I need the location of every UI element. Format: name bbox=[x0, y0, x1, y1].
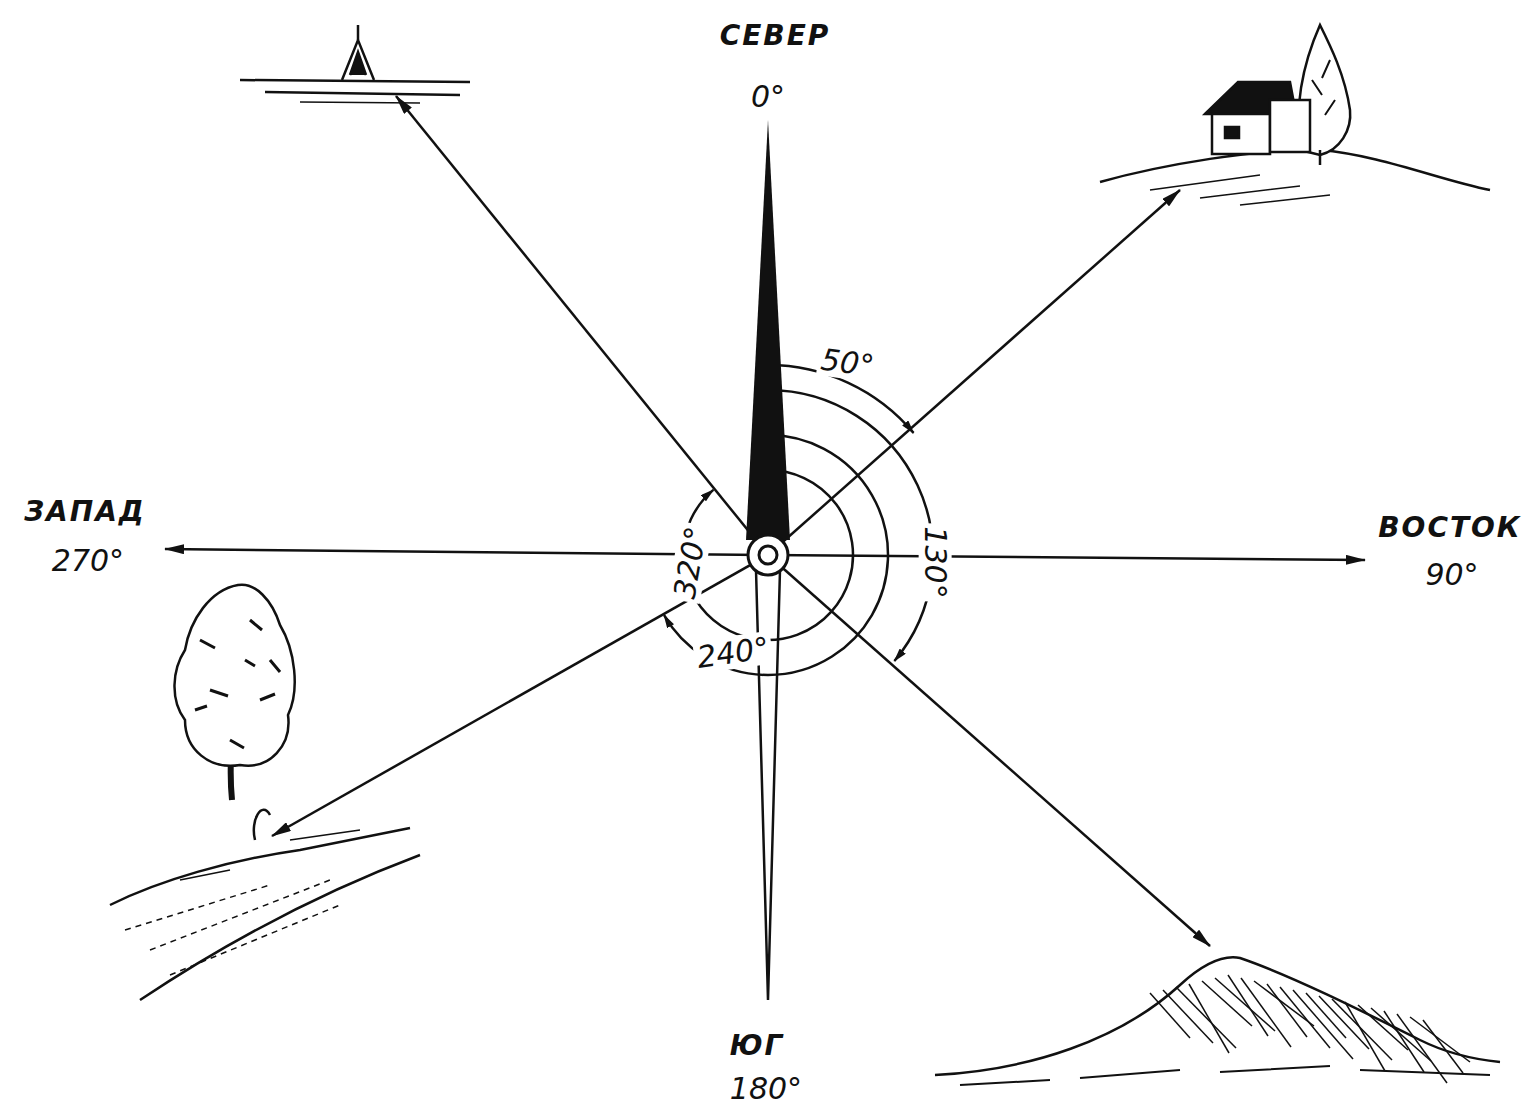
direction-name: СЕВЕР bbox=[717, 21, 834, 52]
hatch-stroke bbox=[1215, 978, 1275, 1031]
hatch-stroke bbox=[1150, 993, 1190, 1038]
tree-landmark bbox=[110, 585, 420, 1000]
azimuth-value: 0° bbox=[748, 80, 788, 113]
azimuth-arc bbox=[768, 390, 933, 661]
hatch-stroke bbox=[1345, 1002, 1385, 1071]
hatch-stroke bbox=[1267, 984, 1307, 1037]
hatch-stroke bbox=[1423, 1020, 1463, 1073]
azimuth-value: 50° bbox=[816, 342, 879, 383]
hatch-stroke bbox=[1189, 984, 1229, 1053]
hatch-stroke bbox=[1306, 993, 1346, 1038]
azimuth-value: 90° bbox=[1422, 558, 1481, 591]
hatch-stroke bbox=[1241, 978, 1291, 1047]
direction-name: ЮГ bbox=[727, 1031, 788, 1062]
hatch-stroke bbox=[1371, 1008, 1431, 1061]
direction-arrows bbox=[165, 96, 1365, 946]
tent-landmark bbox=[240, 25, 470, 103]
direction-name: ЗАПАД bbox=[21, 497, 149, 528]
mound-landmark bbox=[935, 957, 1500, 1085]
azimuth-value: 180° bbox=[727, 1072, 805, 1105]
azimuth-arcs bbox=[664, 365, 933, 675]
hatch-stroke bbox=[1384, 1011, 1424, 1072]
hatch-stroke bbox=[1319, 996, 1369, 1049]
azimuth-value: 270° bbox=[49, 544, 127, 577]
house-landmark bbox=[1100, 25, 1490, 205]
hatch-stroke bbox=[1280, 987, 1330, 1048]
azimuth-value: 240° bbox=[692, 630, 774, 674]
direction-name: ВОСТОК bbox=[1375, 513, 1524, 544]
hatch-stroke bbox=[1410, 1017, 1470, 1062]
hatch-stroke bbox=[1358, 1005, 1408, 1050]
azimuth-value: 130° bbox=[918, 523, 951, 601]
hatch-stroke bbox=[1176, 987, 1236, 1048]
hatch-stroke bbox=[1228, 975, 1268, 1036]
compass-needle bbox=[746, 120, 790, 1000]
